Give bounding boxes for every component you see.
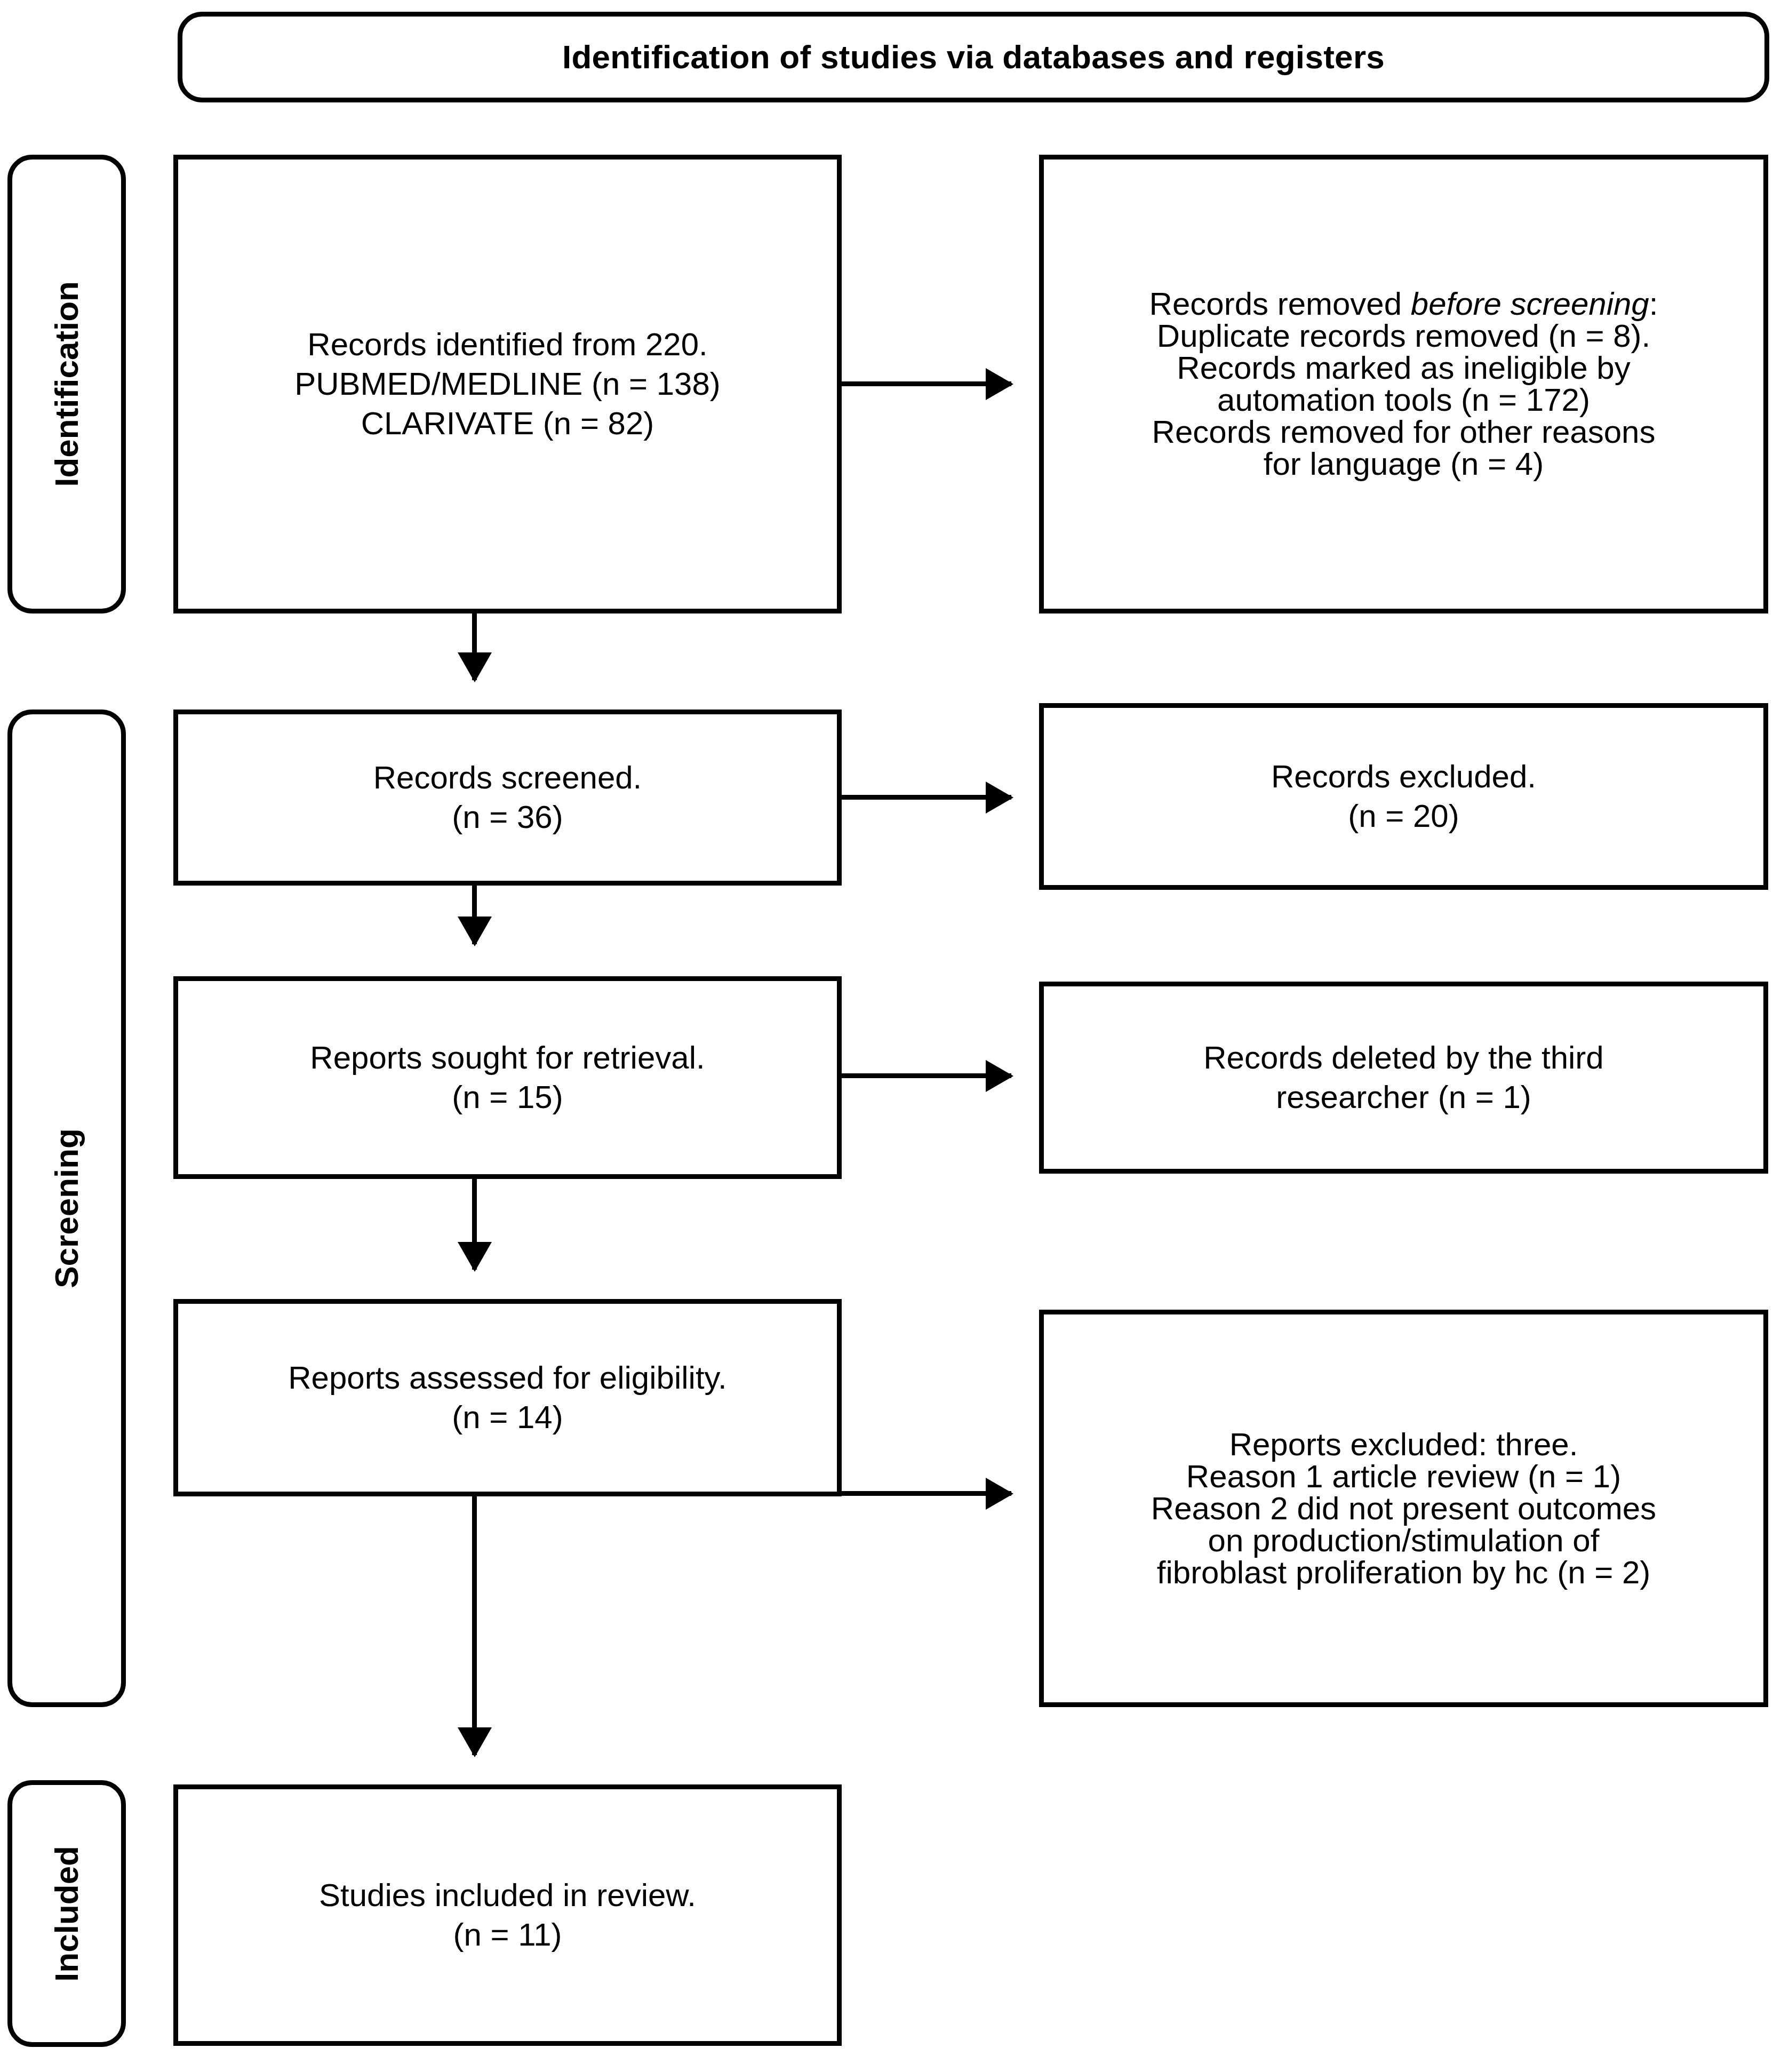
- box-line: for language (n = 4): [1264, 448, 1544, 480]
- box-line: Records deleted by the third: [1203, 1042, 1603, 1074]
- box-records-deleted-third-researcher: Records deleted by the third researcher …: [1039, 982, 1768, 1174]
- stage-label-included-text: Included: [50, 1846, 83, 1982]
- stage-label-screening-text: Screening: [50, 1128, 83, 1288]
- arrow-assessed-to-included-icon: [472, 1496, 477, 1755]
- arrow-screened-to-excluded-icon: [842, 795, 1011, 800]
- box-line-count: (n = 14): [452, 1401, 563, 1433]
- box-reports-sought-for-retrieval: Reports sought for retrieval. (n = 15): [173, 976, 842, 1179]
- box-line-suffix: :: [1649, 286, 1658, 322]
- box-line: Records excluded.: [1271, 761, 1536, 793]
- box-line: Reason 2 did not present outcomes: [1151, 1493, 1656, 1525]
- box-line-count: (n = 11): [453, 1919, 562, 1951]
- box-line-count: (n = 15): [452, 1081, 563, 1113]
- box-records-screened: Records screened. (n = 36): [173, 710, 842, 886]
- box-line: Records screened.: [373, 762, 642, 794]
- box-line: CLARIVATE (n = 82): [361, 408, 654, 440]
- box-line: Duplicate records removed (n = 8).: [1157, 320, 1650, 352]
- stage-label-included: Included: [7, 1780, 126, 2047]
- box-line: Reports assessed for eligibility.: [288, 1362, 727, 1394]
- box-line: PUBMED/MEDLINE (n = 138): [294, 368, 721, 400]
- arrow-sought-to-deleted-icon: [842, 1073, 1011, 1078]
- stage-label-identification: Identification: [7, 155, 126, 613]
- box-line-count: (n = 20): [1348, 800, 1459, 832]
- box-line: automation tools (n = 172): [1217, 384, 1590, 416]
- stage-label-screening: Screening: [7, 710, 126, 1707]
- box-line-count: (n = 36): [452, 801, 563, 833]
- box-records-excluded: Records excluded. (n = 20): [1039, 703, 1768, 890]
- box-line-italic-phrase: Records removed before screening:: [1149, 288, 1658, 320]
- box-reports-excluded: Reports excluded: three. Reason 1 articl…: [1039, 1310, 1768, 1707]
- box-line: researcher (n = 1): [1276, 1081, 1531, 1113]
- box-reports-assessed-for-eligibility: Reports assessed for eligibility. (n = 1…: [173, 1299, 842, 1496]
- box-line: on production/stimulation of: [1208, 1525, 1600, 1557]
- box-line: Records marked as ineligible by: [1177, 352, 1630, 384]
- arrow-screened-to-sought-icon: [472, 886, 477, 944]
- box-records-identified: Records identified from 220. PUBMED/MEDL…: [173, 155, 842, 613]
- arrow-sought-to-assessed-icon: [472, 1179, 477, 1270]
- page-title: Identification of studies via databases …: [562, 37, 1385, 77]
- box-records-removed-before-screening: Records removed before screening: Duplic…: [1039, 155, 1768, 613]
- box-line: Reports excluded: three.: [1229, 1429, 1578, 1461]
- box-line: Studies included in review.: [319, 1879, 696, 1911]
- box-studies-included-in-review: Studies included in review. (n = 11): [173, 1784, 842, 2046]
- diagram-title-banner: Identification of studies via databases …: [178, 12, 1769, 102]
- arrow-assessed-to-reports-excluded-icon: [842, 1491, 1011, 1496]
- box-line: Records removed for other reasons: [1152, 416, 1656, 448]
- box-line: Records identified from 220.: [307, 329, 707, 361]
- arrow-identified-to-removed-icon: [842, 381, 1011, 386]
- box-line: fibroblast proliferation by hc (n = 2): [1157, 1557, 1650, 1589]
- italic-phrase: before screening: [1411, 286, 1649, 322]
- box-line-prefix: Records removed: [1149, 286, 1411, 322]
- box-line: Reason 1 article review (n = 1): [1186, 1461, 1621, 1493]
- arrow-identified-to-screened-icon: [472, 613, 477, 680]
- stage-label-identification-text: Identification: [50, 281, 83, 487]
- box-line: Reports sought for retrieval.: [310, 1042, 705, 1074]
